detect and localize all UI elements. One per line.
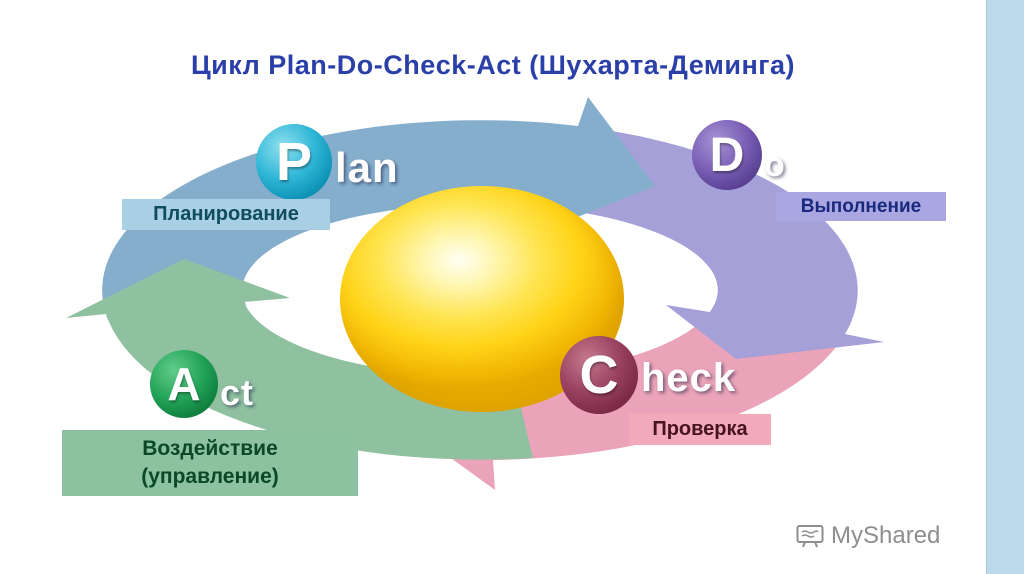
check-word-rest: heck [641,356,737,400]
plan-initial-badge: P [256,124,332,200]
act-initial-letter: A [167,358,201,410]
plan-arrow [102,97,656,320]
check-initial-badge: C [560,336,638,414]
plan-word-rest: lan [335,144,399,191]
right-side-strip [986,0,1024,574]
act-arrow [66,259,533,460]
plan-label: Планирование [122,199,330,230]
act-label-line2: (управление) [141,465,279,488]
do-word-rest: o [764,146,786,184]
act-label: Воздействие (управление) [62,430,358,496]
act-initial-badge: A [150,350,218,418]
do-initial-badge: D [692,120,762,190]
myshared-logo-icon [796,525,824,548]
slide-title: Цикл Plan-Do-Check-Act (Шухарта-Деминга) [190,50,796,80]
stage-plan: P lan [256,124,399,200]
stage-do: D o [692,120,786,190]
stage-check: C heck [560,336,736,414]
act-word-rest: ct [220,372,255,413]
do-initial-letter: D [709,128,745,182]
check-initial-letter: C [579,345,619,405]
check-label: Проверка [629,414,771,445]
myshared-watermark: MyShared [796,522,940,550]
act-label-line1: Воздействие [142,437,278,460]
do-label: Выполнение [776,192,946,221]
myshared-text: MyShared [831,522,941,549]
stage-act: A ct [150,350,254,418]
plan-initial-letter: P [275,132,313,192]
